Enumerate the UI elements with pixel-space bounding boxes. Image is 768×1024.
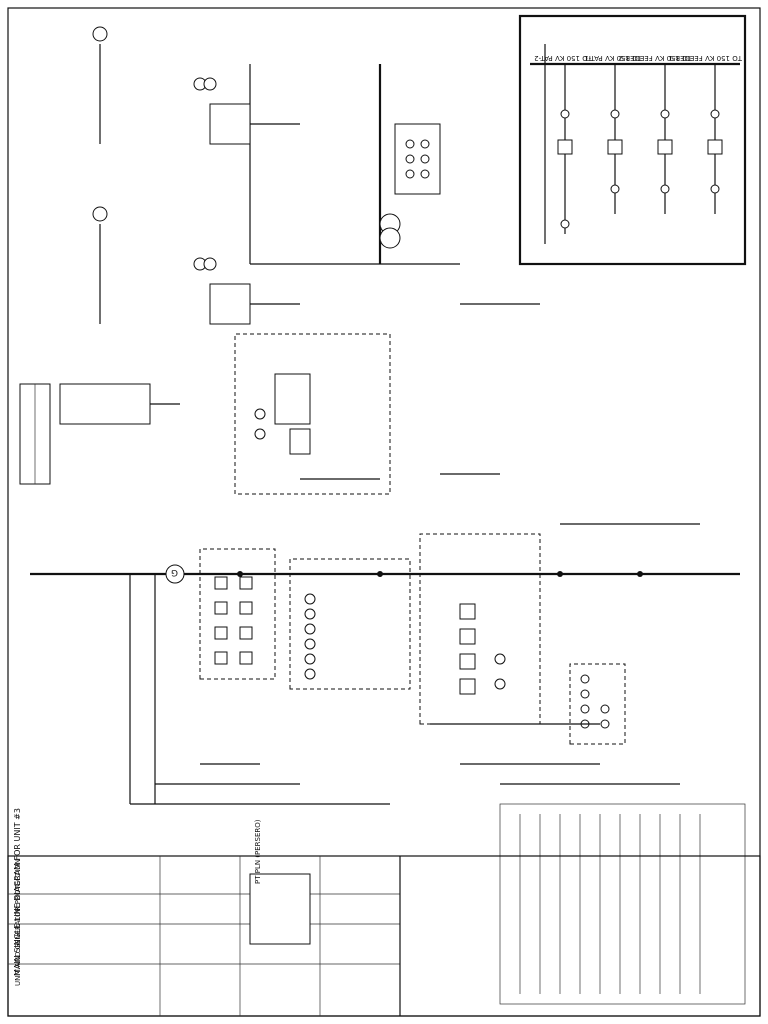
station-transformer-2 xyxy=(92,206,300,325)
generator-symbol xyxy=(165,564,185,584)
feeder-bay-3: TO 150 KV PAT-1 xyxy=(584,54,643,214)
excitation-system xyxy=(234,333,391,495)
feeder-label-1: TO 150 KV FEEDER-1 xyxy=(669,54,743,62)
feeder-bay-1: TO 150 KV FEEDER-1 xyxy=(669,54,743,214)
neutral-grounding xyxy=(19,383,180,485)
generator-busbar: G xyxy=(30,564,740,584)
control-wiring xyxy=(129,473,700,805)
svg-text:G: G xyxy=(171,567,178,577)
drawing-title: MAIN SINGLE LINE DIAGRAM FOR UNIT #3 xyxy=(13,808,22,976)
feeder-bay-2: TO 150 KV FEEDER-2 xyxy=(619,54,693,214)
transformer-winding-lv xyxy=(379,227,401,249)
unit-protection-panel xyxy=(289,558,411,690)
feeder-label-4: TO 150 KV PAT-2 xyxy=(534,54,593,62)
feeder-bay-4: TO 150 KV PAT-2 xyxy=(534,54,593,234)
relay-row-1 xyxy=(214,576,253,665)
station-transformer-1 xyxy=(92,26,300,145)
feeder-label-3: TO 150 KV PAT-1 xyxy=(584,54,643,62)
feeder-label-2: TO 150 KV FEEDER-2 xyxy=(619,54,693,62)
transformer-protection-panel xyxy=(419,533,541,725)
main-transformer-area xyxy=(249,64,540,305)
drawing-subtitle: UNIT AND GENERATOR PROTECTION xyxy=(14,859,22,986)
generator-protection-panel xyxy=(199,548,276,680)
metering-panel xyxy=(569,663,626,745)
switchyard-150kv: TO 150 KV FEEDER-1 TO 150 KV FEEDER-2 TO… xyxy=(518,14,747,266)
drawing-border xyxy=(7,7,761,1017)
legend-area xyxy=(499,803,746,1005)
client-name: PT PLN (PERSERO) xyxy=(254,819,262,884)
protection-relay-block xyxy=(394,123,441,195)
switchyard-frame xyxy=(518,14,747,266)
title-block: MAIN SINGLE LINE DIAGRAM FOR UNIT #3 UNI… xyxy=(7,808,761,1017)
